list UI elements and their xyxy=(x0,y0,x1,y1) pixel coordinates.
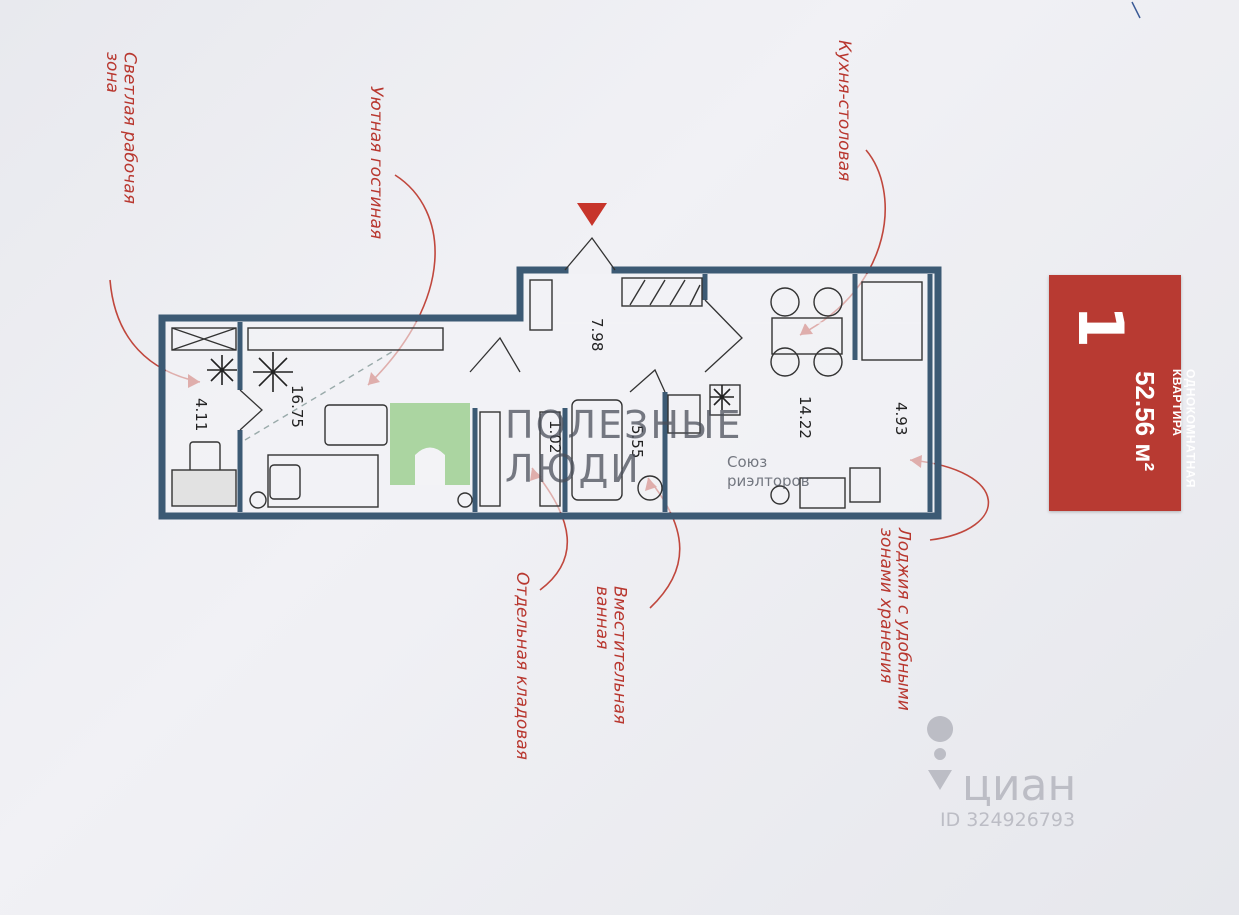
label-kitchen-text: Кухня-столовая xyxy=(833,40,854,182)
wardrobe xyxy=(171,327,237,351)
desk xyxy=(171,469,237,507)
stove xyxy=(799,477,846,509)
washing-machine xyxy=(667,394,701,434)
plants xyxy=(207,352,734,410)
cian-pin-icon xyxy=(927,716,954,760)
furniture xyxy=(171,277,923,509)
cian-watermark: циан ID 324926793 xyxy=(927,716,1076,831)
badge-number-graphic: 1 xyxy=(1064,305,1137,348)
fridge xyxy=(709,384,741,416)
brand-watermark-logo xyxy=(390,403,470,485)
label-loggia-line2: зонами хранения xyxy=(875,528,896,684)
badge-desc-line1: ОДНОКОМНАТНАЯ xyxy=(1183,369,1198,488)
sofa xyxy=(267,454,379,508)
label-storage-text: Отдельная кладовая xyxy=(511,572,532,760)
arrow-loggia xyxy=(909,459,990,541)
chair-3 xyxy=(770,347,800,377)
label-living-room: Уютная гостиная xyxy=(365,86,386,240)
apartment-badge: 1 ОДНОКОМНАТНАЯ КВАРТИРА 52.56 м² xyxy=(1049,275,1198,511)
cian-listing-id: ID 324926793 xyxy=(940,809,1075,831)
label-bathroom: Вместительная ванная xyxy=(591,586,630,725)
door-balcony xyxy=(239,389,263,431)
armchair xyxy=(269,464,301,500)
living-dash xyxy=(244,349,396,441)
badge-area: 52.56 м² xyxy=(1130,371,1160,472)
label-bathroom-line2: ванная xyxy=(591,586,612,650)
outer-walls xyxy=(158,266,942,520)
hall-wardrobe xyxy=(621,277,703,307)
cian-logo-text: циан xyxy=(962,760,1076,811)
room-areas: 4.11 16.75 7.98 1.02 5.55 14.22 4.93 xyxy=(192,318,910,458)
loggia-cabinet xyxy=(849,467,881,503)
sink xyxy=(770,485,790,505)
watermark-house-door xyxy=(415,447,445,485)
storage-shelf-1 xyxy=(479,411,501,507)
chair-1 xyxy=(770,287,800,317)
tv-unit xyxy=(247,327,444,351)
entrance-cabinet xyxy=(529,279,553,331)
label-bathroom-line1: Вместительная xyxy=(609,586,630,725)
chair-2 xyxy=(813,287,843,317)
door-entrance xyxy=(564,236,616,271)
coffee-table xyxy=(324,404,388,446)
hall-shelf-2 xyxy=(649,279,666,306)
watermark-brand-line1: ПОЛЕЗНЫЕ xyxy=(505,403,743,447)
plant-2-icon xyxy=(253,352,293,392)
storage-shelf-2 xyxy=(539,411,561,507)
area-storage: 1.02 xyxy=(546,420,564,453)
door-hall-right xyxy=(704,299,743,373)
area-hall: 7.98 xyxy=(588,318,606,351)
label-kitchen: Кухня-столовая xyxy=(833,40,854,182)
label-work-zone: Светлая рабочая зона xyxy=(101,52,140,204)
area-loggia: 4.93 xyxy=(892,402,910,435)
door-bath xyxy=(629,368,666,393)
area-kitchen: 14.22 xyxy=(796,396,814,439)
kitchen-counter xyxy=(861,281,923,361)
corner-mark xyxy=(1131,1,1141,19)
badge-number: 1 xyxy=(1064,305,1137,348)
area-bathroom: 5.55 xyxy=(628,425,646,458)
cian-pin-tail xyxy=(928,770,952,790)
door-hall-left xyxy=(469,336,521,373)
area-work-zone: 4.11 xyxy=(192,398,210,431)
label-work-zone-line1: Светлая рабочая xyxy=(119,52,140,204)
side-lamp xyxy=(457,492,473,508)
watermark-sub-line1: Союз xyxy=(727,453,767,471)
label-storage: Отдельная кладовая xyxy=(511,572,532,760)
brand-watermark-text: ПОЛЕЗНЫЕ ЛЮДИ Союз риэлторов xyxy=(505,403,810,491)
wardrobe-cross-2 xyxy=(171,327,237,351)
watermark-brand-line2: ЛЮДИ xyxy=(505,447,641,491)
bathtub xyxy=(571,399,623,501)
entrance-marker-icon xyxy=(577,203,607,226)
label-loggia: Лоджия с удобными зонами хранения xyxy=(875,528,914,711)
badge-desc-line2: КВАРТИРА xyxy=(1169,369,1184,437)
hall-shelf-3 xyxy=(669,279,686,306)
hall-shelf-4 xyxy=(689,284,701,306)
floor-lamp xyxy=(249,491,267,509)
door-swings xyxy=(239,236,743,431)
chair-4 xyxy=(813,347,843,377)
area-living: 16.75 xyxy=(288,385,306,428)
toilet xyxy=(637,475,663,501)
plant-1-icon xyxy=(207,355,237,385)
interior-walls xyxy=(237,274,933,512)
label-work-zone-line2: зона xyxy=(101,52,122,93)
wall-left-top xyxy=(158,266,569,322)
label-loggia-line1: Лоджия с удобными xyxy=(893,528,914,711)
wall-left-bottom xyxy=(158,266,942,520)
badge-description: ОДНОКОМНАТНАЯ КВАРТИРА xyxy=(1169,369,1198,488)
dining-table xyxy=(771,317,843,355)
label-living-room-text: Уютная гостиная xyxy=(365,86,386,240)
hall-shelf-1 xyxy=(629,279,646,306)
watermark-sub-line2: риэлторов xyxy=(727,472,810,490)
hood-icon xyxy=(710,385,734,410)
